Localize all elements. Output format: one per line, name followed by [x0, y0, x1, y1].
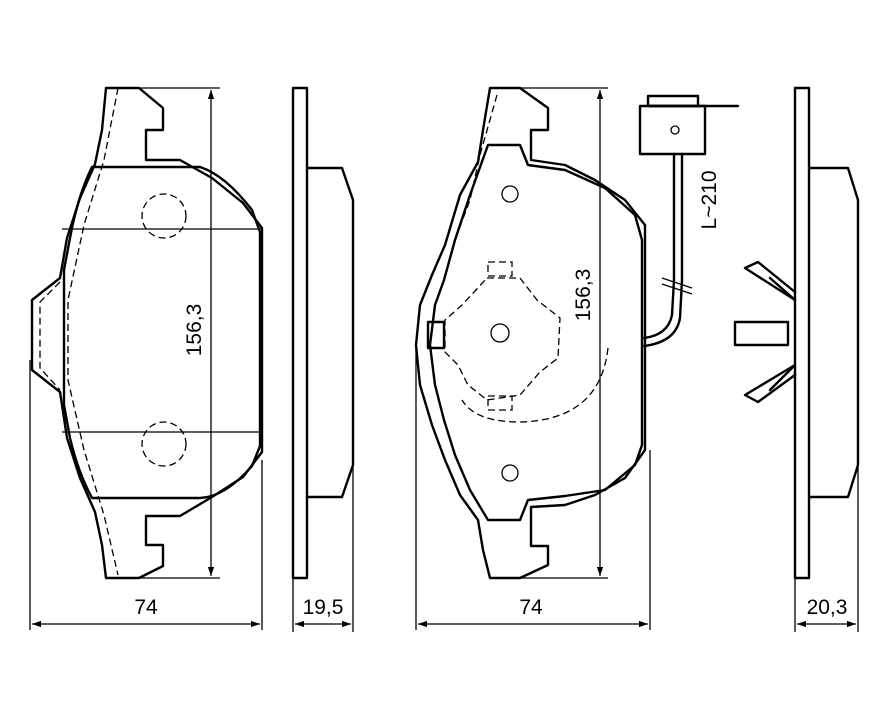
- left-pad-front-view: 156,3 74: [29, 86, 264, 630]
- right-side-spring-clip: [733, 260, 797, 404]
- left-side-backing-plate: [291, 86, 309, 580]
- left-pad-hidden-bulge: [39, 281, 61, 391]
- right-pad-hidden-arc: [461, 347, 609, 423]
- right-pad-upper-tab: [487, 261, 513, 277]
- left-pad-thickness-label: 19,5: [303, 596, 344, 619]
- left-pad-friction-material: [62, 165, 262, 500]
- wear-sensor-length-label: L~210: [698, 171, 721, 230]
- right-pad-bottom-hole: [501, 464, 519, 482]
- right-pad-front-view: L~210 156,3 74: [414, 86, 740, 630]
- right-pad-hidden-boss: [444, 277, 561, 401]
- left-pad-height-label: 156,3: [183, 304, 206, 357]
- left-side-friction-block: [305, 166, 355, 499]
- right-side-backing-plate: [793, 86, 811, 580]
- wear-sensor: L~210: [638, 94, 740, 348]
- left-pad-side-view: 19,5: [291, 86, 355, 632]
- left-pad-width-label: 74: [134, 596, 158, 619]
- wear-sensor-clip-2: [661, 283, 693, 295]
- right-side-friction-block: [807, 166, 860, 499]
- right-pad-width-label: 74: [519, 596, 543, 619]
- wear-sensor-connector-body: [638, 104, 707, 156]
- wear-sensor-clip-1: [661, 277, 693, 289]
- left-pad-backing-plate: [30, 86, 264, 580]
- right-pad-side-view: 20,3: [733, 86, 860, 632]
- left-pad-hidden-edge: [67, 87, 119, 576]
- wear-sensor-cable: [642, 152, 676, 340]
- wear-sensor-connector-cap: [646, 94, 700, 108]
- right-pad-friction-material: [428, 143, 644, 522]
- wear-sensor-cable-inner: [642, 152, 684, 348]
- left-pad-upper-hole: [141, 193, 187, 239]
- right-pad-backing-plate: [414, 86, 647, 580]
- right-pad-lower-tab: [487, 395, 513, 411]
- right-pad-left-clip: [426, 320, 446, 350]
- right-pad-top-hole: [501, 185, 519, 203]
- right-pad-height-label: 156,3: [572, 269, 595, 322]
- wear-sensor-pin: [670, 125, 680, 135]
- right-pad-thickness-label: 20,3: [807, 596, 848, 619]
- left-pad-lower-hole: [141, 421, 187, 467]
- right-pad-center-hole: [490, 323, 510, 343]
